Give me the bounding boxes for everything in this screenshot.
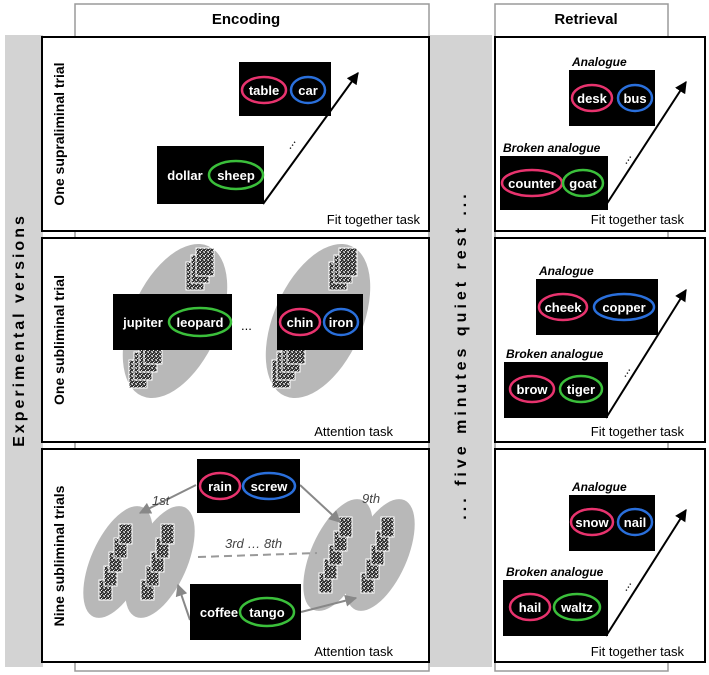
- blue-ring: [616, 507, 654, 537]
- pink-ring: [508, 592, 552, 622]
- background-band-left: [5, 35, 43, 667]
- task-label: Fit together task: [591, 644, 685, 659]
- blue-ring: [241, 471, 297, 501]
- word: goat: [569, 176, 597, 191]
- word: sheep: [217, 168, 255, 183]
- task-label: Fit together task: [591, 424, 685, 439]
- word-pair-screen: [503, 580, 608, 636]
- retrieval-header: Retrieval: [554, 11, 617, 28]
- word: chin: [287, 315, 314, 330]
- sequence-arrow: [605, 508, 687, 637]
- word-pair-screen: [190, 584, 301, 640]
- word: leopard: [177, 315, 224, 330]
- flow-arrow: [300, 594, 358, 613]
- word: hail: [519, 600, 541, 615]
- ordinal-first: 1st: [152, 493, 171, 508]
- task-label: Attention task: [314, 424, 393, 439]
- dashed-connector: [197, 552, 318, 558]
- word: snow: [575, 515, 609, 530]
- word: table: [249, 83, 279, 98]
- blue-ring: [592, 292, 656, 322]
- analogue-label: Analogue: [571, 55, 627, 69]
- encoding-header: Encoding: [212, 11, 280, 28]
- noise-mask-stack: [318, 516, 353, 594]
- word: nail: [624, 515, 646, 530]
- word-pair-screen: [157, 146, 264, 204]
- sequence-arrow: [262, 72, 359, 205]
- green-ring: [238, 596, 296, 628]
- row-3-label: Nine subliminal trials: [51, 485, 67, 626]
- word: tiger: [567, 382, 595, 397]
- word: car: [298, 83, 318, 98]
- word: iron: [329, 315, 354, 330]
- word: waltz: [560, 600, 593, 615]
- word-pair-screen: [504, 362, 608, 418]
- sequence-arrow: [605, 288, 687, 419]
- blue-ring: [322, 307, 360, 337]
- word: desk: [577, 91, 607, 106]
- word-pair-screen: [500, 156, 608, 210]
- green-ring: [561, 168, 605, 198]
- ellipsis: ...: [241, 318, 252, 333]
- broken-analogue-label: Broken analogue: [506, 565, 604, 579]
- word: counter: [508, 176, 556, 191]
- word: jupiter: [122, 315, 163, 330]
- word: copper: [602, 300, 645, 315]
- word: screw: [251, 479, 289, 494]
- word: brow: [516, 382, 548, 397]
- word: bus: [623, 91, 646, 106]
- green-ring: [167, 306, 233, 338]
- green-ring: [558, 374, 604, 404]
- pink-ring: [537, 292, 589, 322]
- blue-ring: [289, 75, 327, 105]
- row-2-label: One subliminal trial: [51, 275, 67, 405]
- broken-analogue-label: Broken analogue: [506, 347, 604, 361]
- pink-ring: [570, 83, 614, 113]
- word-pair-screen: [536, 279, 658, 335]
- task-label: Attention task: [314, 644, 393, 659]
- word-pair-screen: [197, 459, 300, 513]
- noise-mask-stack: [98, 523, 133, 601]
- analogue-label: Analogue: [538, 264, 594, 278]
- word: coffee: [200, 605, 238, 620]
- experimental-versions-label: Experimental versions: [11, 213, 28, 447]
- word: dollar: [167, 168, 202, 183]
- flow-arrow: [175, 583, 191, 621]
- noise-mask-stack: [140, 523, 175, 601]
- pink-ring: [508, 374, 556, 404]
- background-band-rest: [430, 35, 492, 667]
- noise-mask-stack: [271, 247, 358, 389]
- analogue-label: Analogue: [571, 480, 627, 494]
- broken-analogue-label: Broken analogue: [503, 141, 601, 155]
- pink-ring: [240, 75, 288, 105]
- task-label: Fit together task: [591, 212, 685, 227]
- green-ring: [207, 159, 265, 191]
- quiet-rest-label: ... five minutes quiet rest ...: [453, 190, 470, 519]
- row-1-label: One supraliminal trial: [51, 62, 67, 205]
- pink-ring: [198, 471, 242, 501]
- sequence-arrow: [605, 80, 687, 206]
- encoding-panel-row-2: [41, 237, 430, 443]
- flow-arrow: [299, 484, 341, 523]
- green-ring: [552, 592, 602, 622]
- word: rain: [208, 479, 232, 494]
- task-label: Fit together task: [327, 212, 421, 227]
- word-pair-screen: [113, 294, 232, 350]
- word: tango: [249, 605, 284, 620]
- noise-mask-stack: [360, 516, 395, 594]
- ordinal-middle: 3rd … 8th: [225, 536, 282, 551]
- flow-arrow: [138, 484, 197, 514]
- encoding-panel-row-1: [41, 36, 430, 232]
- word: cheek: [545, 300, 583, 315]
- pink-ring: [278, 307, 322, 337]
- pink-ring: [569, 507, 615, 537]
- blue-ring: [616, 83, 654, 113]
- ordinal-last: 9th: [362, 491, 380, 506]
